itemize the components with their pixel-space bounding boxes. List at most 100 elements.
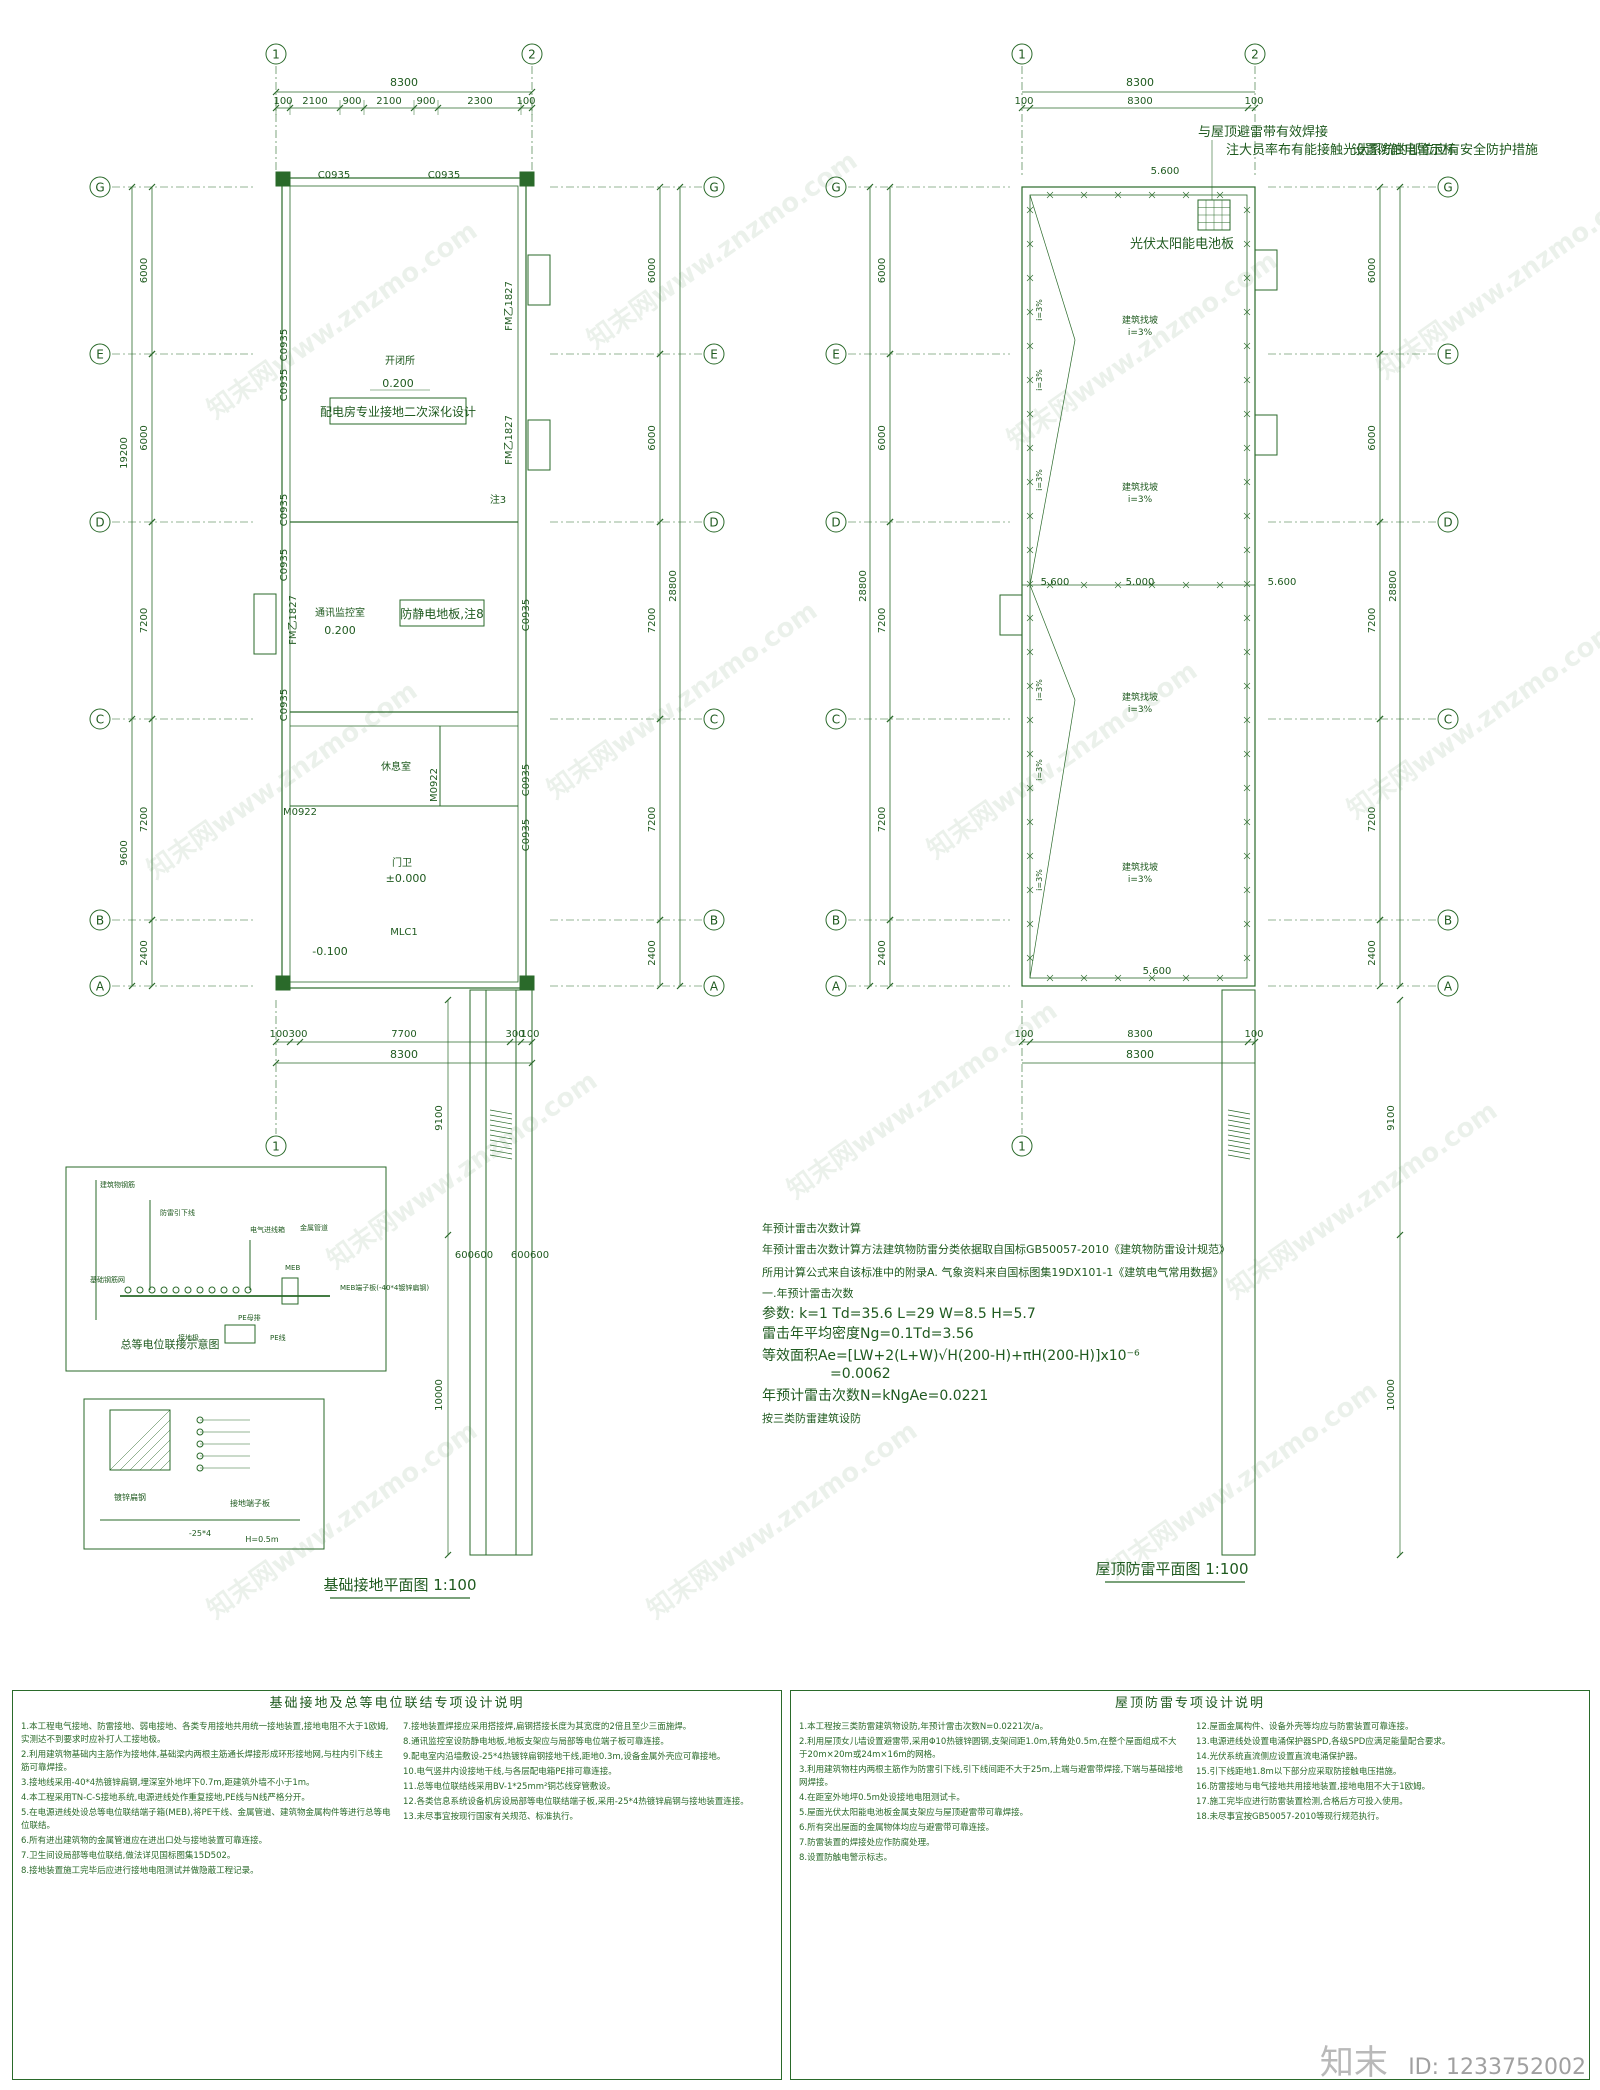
axis-A-right-text: A — [710, 980, 719, 994]
dim-tick — [517, 1038, 525, 1046]
r-axis-2-top-circle — [1244, 43, 1266, 65]
notes-left-col1-item-4: 5.在电源进线处设总等电位联结端子箱(MEB),将PE干线、金属管道、建筑物金属… — [21, 1808, 391, 1831]
inset2-frame — [83, 1398, 325, 1550]
slope-label-2: 建筑找坡 — [1122, 691, 1158, 703]
dim-ext-w1: 600600 — [455, 1250, 493, 1261]
rod-x — [1026, 342, 1034, 350]
axis-G-left-circle — [89, 176, 111, 198]
r-axis-2-top-text: 2 — [1251, 48, 1259, 62]
r-dim-ext2: 10000 — [1386, 1379, 1397, 1411]
room-switch-level: 0.200 — [382, 377, 414, 390]
slope-value-1: i=3% — [1128, 495, 1153, 505]
window-2: C0935 — [279, 329, 290, 361]
dim-tick — [1396, 982, 1404, 990]
level-0: 5.600 — [1151, 166, 1180, 177]
dim-bot-part-2: 7700 — [391, 1029, 416, 1040]
axis-A-left-circle — [89, 975, 111, 997]
r-axis-B-right-circle — [1437, 909, 1459, 931]
window-6: C0935 — [279, 689, 290, 721]
r-dim-bot-part-1: 8300 — [1127, 1029, 1152, 1040]
rod-x — [1026, 648, 1034, 656]
rod-x — [1243, 206, 1251, 214]
inset1-label-6: 接地极 — [178, 1333, 199, 1342]
rod-x — [1243, 818, 1251, 826]
rod-x — [1243, 512, 1251, 520]
dim-left-1: 6000 — [139, 425, 150, 450]
slope-value-2: i=3% — [1128, 705, 1153, 715]
rod-x — [1243, 478, 1251, 486]
dim-tick — [1376, 982, 1384, 990]
rod-x — [1114, 191, 1122, 199]
dim-bot-part-0: 100 — [269, 1029, 288, 1040]
rod-x — [1026, 750, 1034, 758]
dim-tick — [128, 982, 136, 990]
r-spring — [1227, 1139, 1251, 1145]
dim-tick — [656, 982, 664, 990]
inset1-label-8: PE线 — [270, 1333, 286, 1342]
r-axis-E-left-text: E — [832, 348, 840, 362]
inset2-hatch-line — [119, 1419, 171, 1471]
inset1-node — [220, 1286, 228, 1294]
rod-x — [1148, 191, 1156, 199]
rod-x — [1182, 974, 1190, 982]
notes-left-col1: 1.本工程电气接地、防雷接地、弱电接地、各类专用接地共用统一接地装置,接地电阻不… — [21, 1721, 391, 2071]
room-comm: 通讯监控室 — [315, 606, 365, 619]
dim-tick — [1251, 104, 1259, 112]
rod-x — [1080, 974, 1088, 982]
inset2-label-2: -25*4 — [189, 1529, 211, 1538]
notes-right-col2: 12.屋面金属构件、设备外壳等均应与防雷装置可靠连接。13.电源进线处设置电涌保… — [1196, 1721, 1581, 2071]
room-outside-level: -0.100 — [312, 945, 347, 958]
slope-v-3: i=3% — [1035, 679, 1044, 701]
rod-x — [1243, 886, 1251, 894]
brand-id: ID: 1233752002 — [1408, 2055, 1586, 2080]
axis-C-right-circle — [703, 708, 725, 730]
dim-top-part-1: 2100 — [302, 96, 327, 107]
r-axis-D-right-circle — [1437, 511, 1459, 533]
door-1: FM乙1827 — [503, 415, 515, 465]
room-rest: 休息室 — [381, 760, 411, 773]
window-7: C0935 — [521, 599, 532, 631]
dim-tick — [1026, 104, 1034, 112]
slope-v-0: i=3% — [1035, 299, 1044, 321]
r-axis-D-right-text: D — [1443, 516, 1452, 530]
dim-tick — [1376, 715, 1384, 723]
ridge-4 — [1029, 699, 1076, 979]
roof-inner — [1029, 194, 1248, 979]
dim-tick — [128, 183, 136, 191]
axis-E-right-circle — [703, 343, 725, 365]
dim-tick — [444, 996, 452, 1004]
r-dim-right-2: 7200 — [1367, 608, 1378, 633]
spring — [489, 1124, 513, 1130]
notes-left-col1-item-2: 3.接地线采用-40*4热镀锌扁钢,埋深室外地坪下0.7m,距建筑外墙不小于1m… — [21, 1778, 315, 1788]
roof-outline — [1021, 186, 1256, 987]
dim-top-part-3: 2100 — [376, 96, 401, 107]
inset1-node — [148, 1286, 156, 1294]
rod-x — [1026, 614, 1034, 622]
inset1-node — [124, 1286, 132, 1294]
axis-A-right-circle — [703, 975, 725, 997]
r-axis-A-left-text: A — [832, 980, 841, 994]
door-leaf-1 — [527, 419, 551, 471]
rod-x — [1046, 974, 1054, 982]
slope-v-5: i=3% — [1035, 869, 1044, 891]
dim-tick — [866, 183, 874, 191]
r-axis-G-left-circle — [825, 176, 847, 198]
rod-x — [1243, 546, 1251, 554]
rod-x — [1026, 580, 1034, 588]
r-dim-left-4: 2400 — [877, 940, 888, 965]
inset1-label-1: 防雷引下线 — [160, 1208, 195, 1217]
r-trench — [1221, 989, 1256, 1556]
r-axis-C-left-circle — [825, 708, 847, 730]
inset1-node — [232, 1286, 240, 1294]
notes-right-col2-item-3: 15.引下线距地1.8m以下部分应采取防接触电压措施。 — [1196, 1767, 1402, 1777]
note2-box — [399, 599, 485, 627]
room-guard: 门卫 — [392, 856, 412, 869]
column-2 — [275, 975, 291, 991]
dim-top-part-0: 100 — [273, 96, 292, 107]
notes-right-title: 屋顶防雷专项设计说明 — [1114, 1696, 1265, 1711]
dim-left-0: 6000 — [139, 258, 150, 283]
rod-x — [1046, 191, 1054, 199]
axis-1-bottom-circle — [265, 1135, 287, 1157]
